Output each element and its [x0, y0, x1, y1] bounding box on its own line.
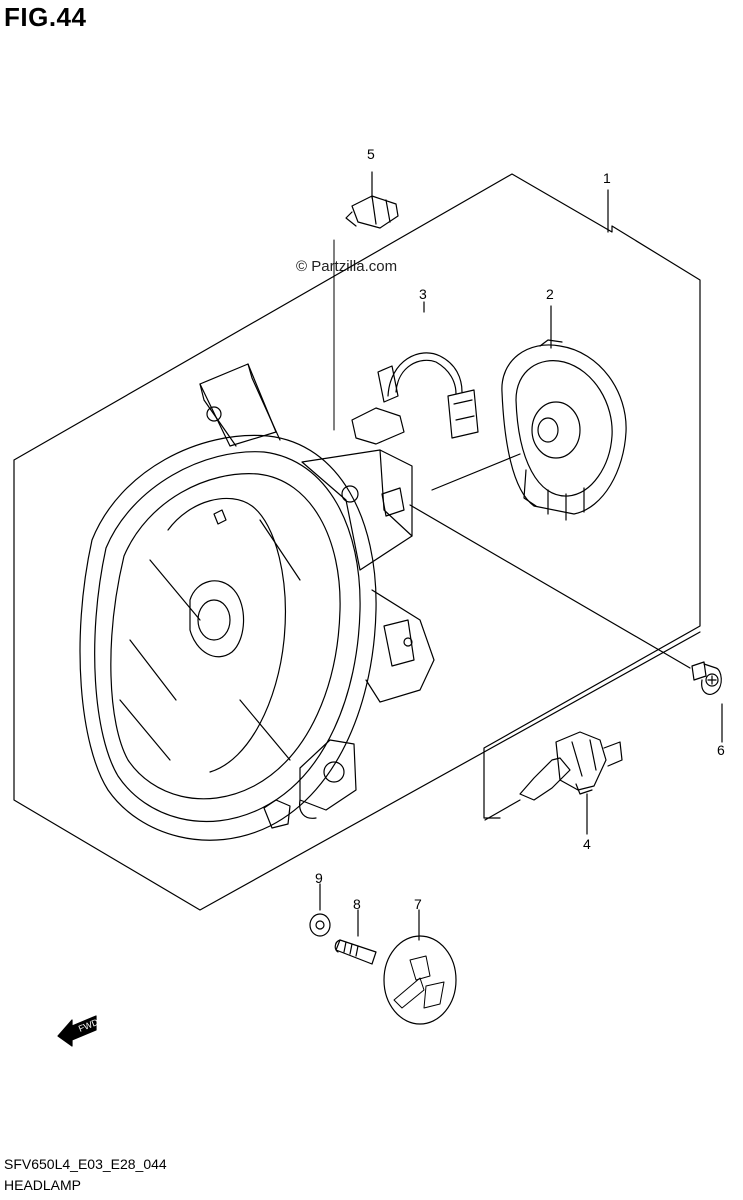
callout-9: 9 — [315, 870, 323, 886]
leader-bulb4 — [485, 800, 520, 820]
callout-1: 1 — [603, 170, 611, 186]
assembly-boundary — [14, 174, 700, 910]
cap — [384, 936, 456, 1024]
bolt — [335, 940, 376, 964]
leader-bulb-axis — [432, 454, 520, 490]
callout-6: 6 — [717, 742, 725, 758]
socket-cover — [502, 340, 626, 520]
position-bulb — [346, 196, 398, 228]
callout-2: 2 — [546, 286, 554, 302]
callout-4: 4 — [583, 836, 591, 852]
wiring-harness — [352, 353, 478, 444]
headlamp-bulb — [520, 732, 622, 800]
figure-title: FIG.44 — [4, 2, 87, 32]
diagram-caption: HEADLAMP — [4, 1177, 82, 1193]
callout-7: 7 — [414, 896, 422, 912]
leader-6-dash — [410, 505, 690, 668]
watermark: © Partzilla.com — [296, 258, 398, 275]
washer — [310, 914, 330, 936]
diagram-code: SFV650L4_E03_E28_044 — [4, 1156, 167, 1172]
headlamp-housing — [80, 364, 434, 840]
fwd-arrow — [58, 1016, 96, 1046]
callout-3: 3 — [419, 286, 427, 302]
screw — [692, 662, 721, 694]
callout-5: 5 — [367, 146, 375, 162]
callout-8: 8 — [353, 896, 361, 912]
